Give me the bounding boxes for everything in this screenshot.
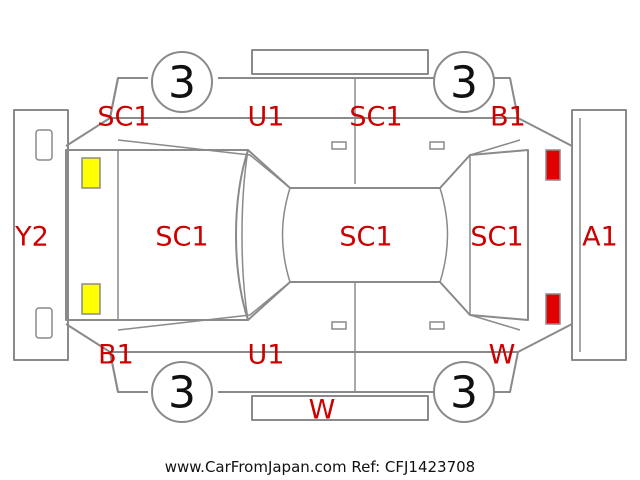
label-roof: SC1 [339, 222, 392, 253]
footer-reference: www.CarFromJapan.com Ref: CFJ1423708 [165, 458, 475, 476]
top-roof-rail [251, 49, 429, 75]
damage-codes: Y2 A1 SC1 SC1 SC1 SC1 U1 SC1 B1 B1 U1 W … [14, 102, 618, 426]
headlight-upper [81, 157, 101, 189]
top-side-panel [65, 77, 573, 189]
label-bottom-front-door: U1 [248, 340, 285, 371]
tire-front-right-value: 3 [450, 58, 478, 109]
rear-bumper [571, 109, 627, 361]
car-body-top-view [65, 149, 529, 321]
label-hood: SC1 [155, 222, 208, 253]
label-bottom-left-fender: B1 [98, 340, 134, 371]
taillight-upper [545, 149, 561, 181]
tire-rear-left-value: 3 [168, 368, 196, 419]
tire-rear-right-value: 3 [450, 368, 478, 419]
tire-front-left: 3 [151, 51, 213, 113]
bottom-roof-rail [251, 395, 429, 421]
label-top-rear-quarter: B1 [490, 102, 526, 133]
tire-front-left-value: 3 [168, 58, 196, 109]
label-rear-bumper: A1 [582, 222, 618, 253]
bottom-side-panel [65, 281, 573, 393]
tire-front-right: 3 [433, 51, 495, 113]
label-trunk: SC1 [470, 222, 523, 253]
label-bottom-rocker: W [309, 395, 336, 426]
headlight-lower [81, 283, 101, 315]
label-top-front-door: U1 [248, 102, 285, 133]
label-front-bumper: Y2 [14, 222, 49, 253]
label-top-rear-door: SC1 [349, 102, 402, 133]
label-bottom-rear-quarter: W [489, 340, 516, 371]
label-top-left-fender: SC1 [97, 102, 150, 133]
taillight-lower [545, 293, 561, 325]
tire-rear-left: 3 [151, 361, 213, 423]
tire-rear-right: 3 [433, 361, 495, 423]
front-bumper [13, 109, 69, 361]
